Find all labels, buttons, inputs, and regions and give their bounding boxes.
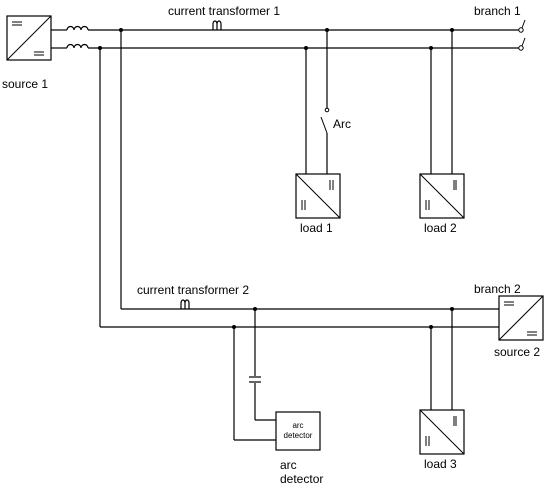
capacitor-icon bbox=[249, 376, 261, 383]
inductor-2-icon bbox=[66, 43, 89, 49]
arc-detector-box-label-line1: arc bbox=[292, 421, 303, 430]
branch-1-label: branch 1 bbox=[474, 4, 521, 18]
load-3-label: load 3 bbox=[424, 457, 457, 471]
inductor-1-icon bbox=[66, 25, 89, 31]
arc-detector-label-line2: detector bbox=[280, 472, 323, 486]
source-2-symbol bbox=[498, 295, 544, 341]
load-2-symbol bbox=[419, 173, 465, 219]
load-1-label: load 1 bbox=[300, 221, 333, 235]
current-transformer-2-coil-icon bbox=[180, 299, 190, 309]
arc-detector-box bbox=[275, 411, 321, 451]
branch-2-label: branch 2 bbox=[474, 282, 521, 296]
source-1-label: source 1 bbox=[2, 77, 48, 91]
current-transformer-1-label: current transformer 1 bbox=[168, 4, 280, 18]
arc-detector-box-label-line2: detector bbox=[284, 431, 313, 440]
source-2-label: source 2 bbox=[494, 345, 540, 359]
load-1-symbol bbox=[295, 173, 341, 219]
source-1-symbol bbox=[6, 15, 52, 61]
branch-1-terminals bbox=[518, 19, 526, 51]
current-transformer-1-coil-icon bbox=[212, 20, 222, 30]
arc-label: Arc bbox=[333, 117, 351, 131]
arc-detector-label-line1: arc bbox=[280, 458, 297, 472]
current-transformer-2-label: current transformer 2 bbox=[137, 283, 249, 297]
load-2-label: load 2 bbox=[424, 221, 457, 235]
arc-switch-icon bbox=[320, 107, 330, 134]
load-3-symbol bbox=[419, 409, 465, 455]
